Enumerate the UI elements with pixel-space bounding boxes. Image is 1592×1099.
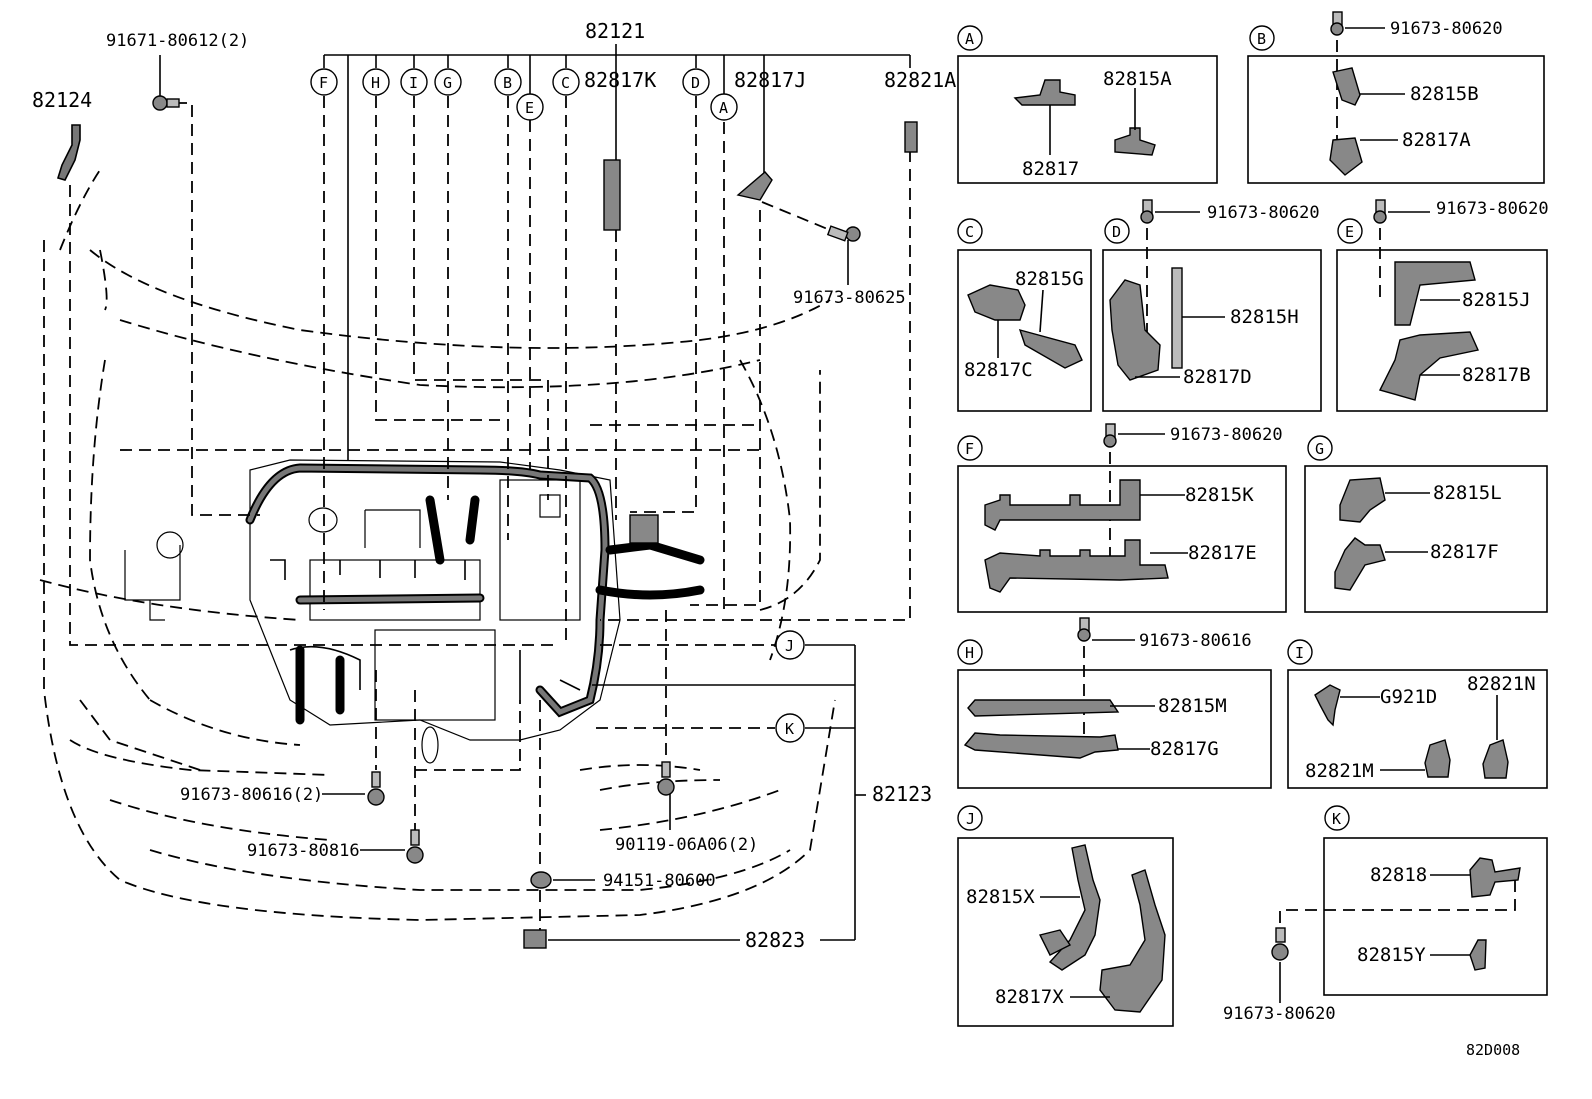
callout-B: B — [494, 68, 522, 96]
part-82815J: 82815J — [1462, 289, 1531, 311]
svg-text:C: C — [561, 74, 570, 92]
callout-K: K — [775, 713, 805, 743]
label-82121: 82121 — [585, 19, 645, 43]
part-82817B: 82817B — [1462, 364, 1531, 386]
callout-H: H — [362, 68, 390, 96]
part-82815K: 82815K — [1185, 484, 1254, 506]
callout-J: J — [775, 630, 805, 660]
svg-text:E: E — [1345, 223, 1354, 241]
svg-text:K: K — [785, 720, 794, 738]
main-labels: 82121 82124 91671-80612(2) 82817K 82817J… — [32, 19, 956, 952]
svg-text:I: I — [1295, 644, 1304, 662]
callout-A: A — [710, 93, 738, 121]
label-91673-80816: 91673-80816 — [247, 841, 360, 861]
part-91673-80620-D: 91673-80620 — [1207, 203, 1320, 223]
callout-I: I — [400, 68, 428, 96]
part-91673-80620-B: 91673-80620 — [1390, 19, 1503, 39]
part-82818: 82818 — [1370, 864, 1427, 886]
svg-text:I: I — [409, 74, 418, 92]
svg-text:E: E — [525, 99, 534, 117]
svg-text:H: H — [371, 74, 380, 92]
detail-panel-B: B 91673-80620 82815B 82817A — [1247, 11, 1545, 184]
part-82815G: 82815G — [1015, 268, 1084, 290]
detail-panel-H: H 91673-80616 82815M 82817G — [957, 617, 1272, 789]
callout-G: G — [434, 68, 462, 96]
part-82817X: 82817X — [995, 986, 1064, 1008]
label-91673-80616-2: 91673-80616(2) — [180, 785, 323, 805]
part-82815A: 82815A — [1103, 68, 1172, 90]
label-82817J: 82817J — [734, 68, 806, 92]
svg-text:H: H — [965, 644, 974, 662]
detail-panel-I: I G921D 82821N 82821M — [1287, 639, 1548, 789]
label-82817K: 82817K — [584, 68, 656, 92]
part-82817G: 82817G — [1150, 738, 1219, 760]
part-82815H: 82815H — [1230, 306, 1299, 328]
svg-text:J: J — [966, 810, 975, 828]
callout-C: C — [552, 68, 580, 96]
svg-text:F: F — [319, 74, 328, 92]
svg-text:B: B — [1257, 30, 1266, 48]
detail-panel-E: E 91673-80620 82815J 82817B — [1336, 199, 1549, 412]
leader-lines — [69, 44, 911, 941]
label-82821A: 82821A — [884, 68, 956, 92]
svg-text:A: A — [965, 30, 974, 48]
svg-text:K: K — [1332, 810, 1341, 828]
part-82815B: 82815B — [1410, 83, 1479, 105]
detail-panel-D: D 91673-80620 82815H 82817D — [1102, 199, 1322, 412]
svg-text:B: B — [503, 74, 512, 92]
diagram-code: 82D008 — [1466, 1041, 1520, 1059]
callout-E: E — [516, 93, 544, 121]
svg-text:D: D — [691, 74, 700, 92]
detail-panel-A: A 82815A 82817 — [957, 25, 1218, 184]
part-91673-80620-F: 91673-80620 — [1170, 425, 1283, 445]
label-82123: 82123 — [872, 782, 932, 806]
label-91671-80612: 91671-80612(2) — [106, 31, 249, 51]
detail-panel-C: C 82815G 82817C — [957, 218, 1092, 412]
main-part-icons — [56, 95, 918, 949]
callout-D: D — [682, 68, 710, 96]
part-91673-80620-E: 91673-80620 — [1436, 199, 1549, 219]
detail-panel-G: G 82815L 82817F — [1304, 435, 1548, 613]
label-94151-80600: 94151-80600 — [603, 871, 716, 891]
detail-panel-F: F 91673-80620 82815K 82817E — [957, 423, 1287, 613]
part-82815Y: 82815Y — [1357, 944, 1426, 966]
svg-text:A: A — [719, 99, 728, 117]
part-82815X: 82815X — [966, 886, 1035, 908]
part-82817E: 82817E — [1188, 542, 1257, 564]
label-90119-06A06: 90119-06A06(2) — [615, 835, 758, 855]
label-82823: 82823 — [745, 928, 805, 952]
label-82124: 82124 — [32, 88, 92, 112]
part-82817F: 82817F — [1430, 541, 1499, 563]
callout-F: F — [310, 68, 338, 96]
part-82817C: 82817C — [964, 359, 1033, 381]
part-91673-80620-K: 91673-80620 — [1223, 1004, 1336, 1024]
part-82817D: 82817D — [1183, 366, 1252, 388]
svg-text:D: D — [1112, 223, 1121, 241]
part-82817: 82817 — [1022, 158, 1079, 180]
part-82821M: 82821M — [1305, 760, 1374, 782]
svg-text:G: G — [1315, 440, 1324, 458]
svg-text:J: J — [785, 637, 794, 655]
main-callouts: F H I G B E C D A J K — [310, 68, 805, 743]
svg-text:F: F — [965, 440, 974, 458]
engine-bay-illustration — [39, 169, 836, 921]
part-82815M: 82815M — [1158, 695, 1227, 717]
svg-text:G: G — [443, 74, 452, 92]
label-91673-80625: 91673-80625 — [793, 288, 906, 308]
part-91673-80616-H: 91673-80616 — [1139, 631, 1252, 651]
svg-text:C: C — [965, 223, 974, 241]
part-82815L: 82815L — [1433, 482, 1502, 504]
detail-panel-J: J 82815X 82817X — [957, 805, 1174, 1027]
detail-panel-K: K 82818 82815Y 91673-80620 — [1223, 805, 1548, 1024]
part-G921D: G921D — [1380, 686, 1437, 708]
part-82817A: 82817A — [1402, 129, 1471, 151]
part-82821N: 82821N — [1467, 673, 1536, 695]
